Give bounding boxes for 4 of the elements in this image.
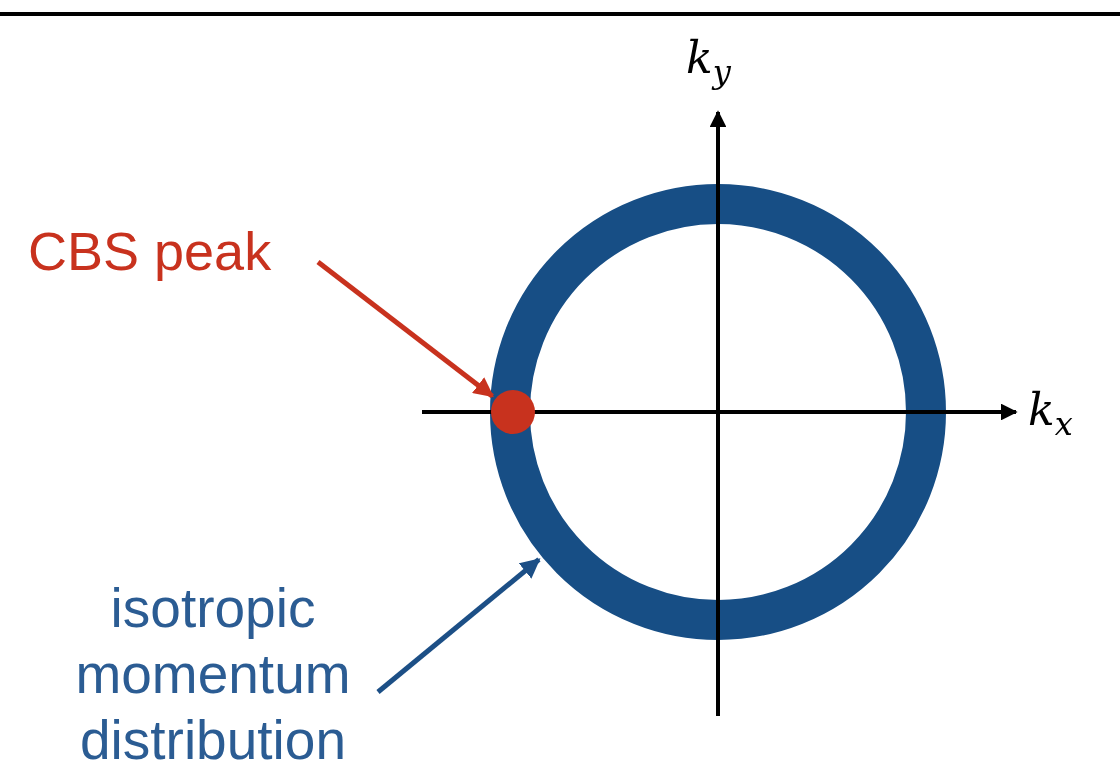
axis-label: k$_{y}$ <box>686 32 731 91</box>
annotation-text: isotropic momentum distribution <box>74 576 352 773</box>
axis-label: k$_{x}$ <box>1028 384 1073 443</box>
annotation-text: CBS peak <box>28 220 273 283</box>
